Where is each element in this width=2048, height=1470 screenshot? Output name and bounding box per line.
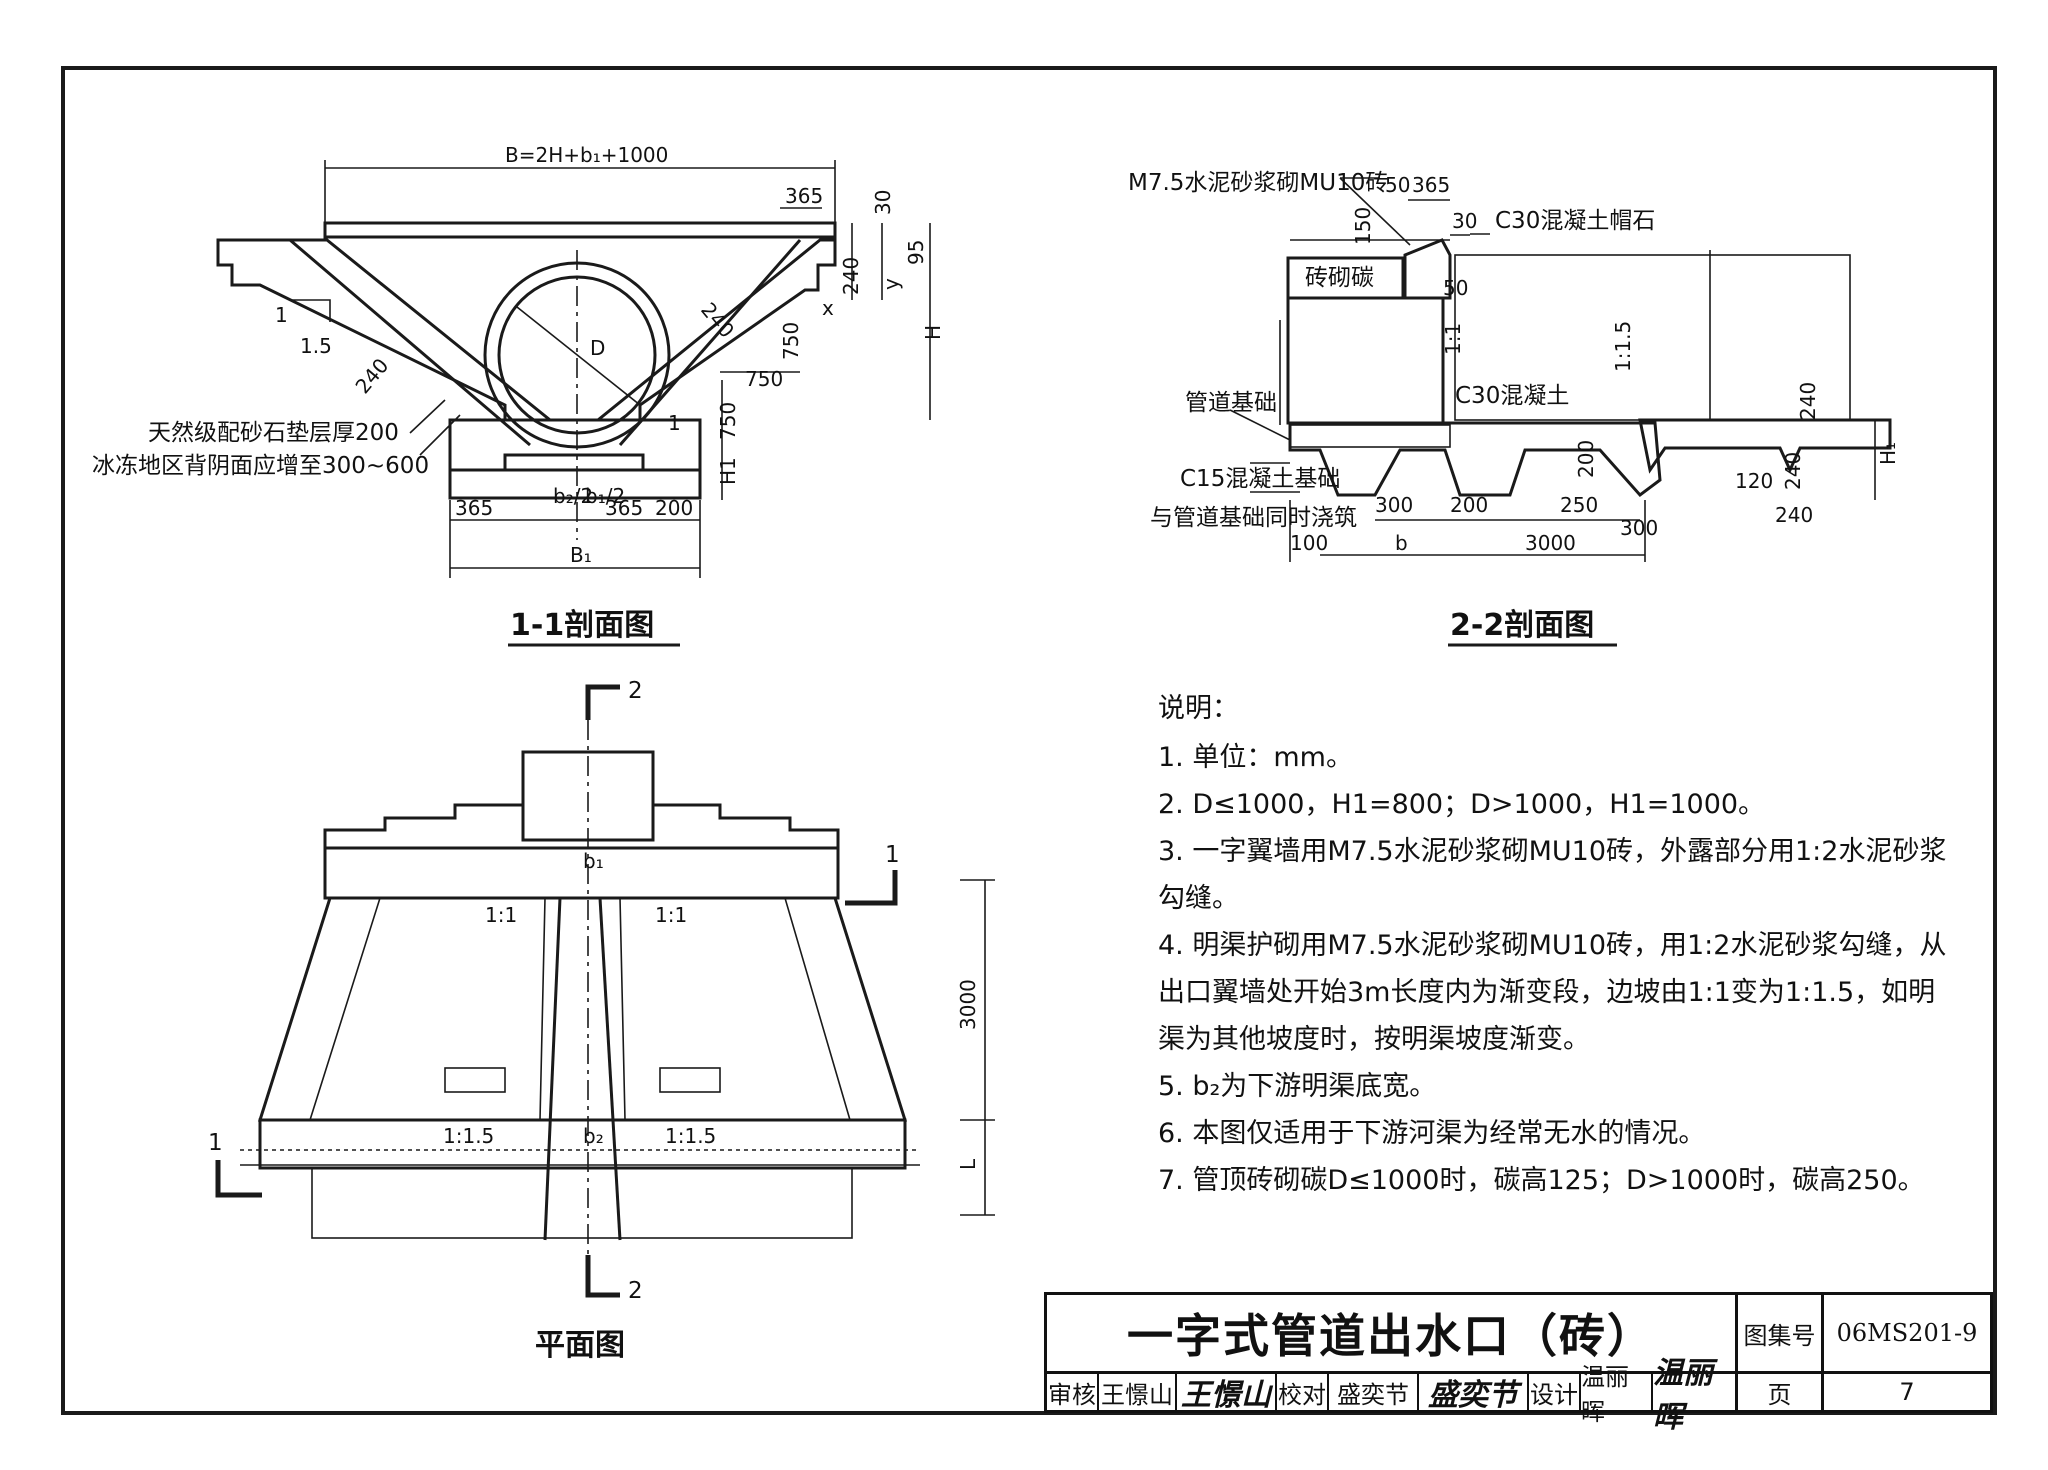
dim-240b: 240 — [1781, 452, 1805, 490]
dim-30: 30 — [1452, 209, 1477, 233]
slope-1-right: 1 — [668, 411, 681, 435]
dim-750-a: 750 — [779, 322, 803, 360]
notes-heading: 说明： — [1158, 693, 1239, 724]
cut-2-bottom: 2 — [628, 1278, 643, 1304]
dim-x: x — [822, 296, 834, 320]
design-name: 温丽晖 — [1581, 1363, 1653, 1426]
slope-1-1-5-left: 1:1.5 — [443, 1124, 494, 1148]
slope-1-5: 1.5 — [300, 334, 332, 358]
dim-30: 30 — [871, 190, 895, 215]
slope-1: 1 — [275, 303, 288, 327]
design-signature: 温丽晖 — [1653, 1356, 1738, 1435]
check-signature: 盛奕节 — [1419, 1374, 1529, 1413]
dim-d: D — [590, 336, 605, 360]
label-c15: C15混凝土基础 — [1180, 466, 1340, 492]
slope-1-1: 1:1 — [1441, 323, 1465, 355]
slope-1-1-left: 1:1 — [485, 903, 517, 927]
dim-50: 50 — [1385, 173, 1410, 197]
review-label: 审核 — [1047, 1374, 1099, 1410]
dim-3000-plan: 3000 — [956, 979, 980, 1030]
sheet-frame — [61, 66, 1997, 1415]
page-number: 7 — [1899, 1378, 1915, 1406]
cut-2-top: 2 — [628, 678, 643, 704]
review-name: 王憬山 — [1099, 1374, 1177, 1410]
drawing-title: 一字式管道出水口（砖） — [1047, 1295, 1738, 1374]
atlas-number: 06MS201-9 — [1824, 1295, 1990, 1374]
section-2-2-title: 2-2剖面图 — [1450, 608, 1594, 643]
section-1-1: B=2H+b₁+1000 365 30 240 y 95 x H 240 750… — [92, 143, 945, 647]
cut-1-right: 1 — [885, 842, 900, 868]
note-item: 3. 一字翼墙用M7.5水泥砂浆砌MU10砖，外露部分用1:2水泥砂浆勾缝。 — [1158, 836, 1947, 914]
dim-240-a: 240 — [839, 257, 863, 295]
dim-750-b: 750 — [745, 367, 783, 391]
dim-b1: B₁ — [570, 543, 592, 567]
dim-b: b — [1395, 531, 1408, 555]
dim-365-r: 365 — [605, 496, 643, 520]
dim-365-l: 365 — [455, 496, 493, 520]
check-label: 校对 — [1277, 1374, 1329, 1410]
dim-240-left: 240 — [350, 354, 393, 399]
dim-240c: 240 — [1775, 503, 1813, 527]
dim-250: 250 — [1560, 493, 1598, 517]
dim-750-c: 750 — [716, 402, 740, 440]
label-pipe-base: 管道基础 — [1185, 390, 1277, 416]
label-b2: b₂ — [583, 1124, 604, 1148]
dim-l: L — [956, 1158, 980, 1170]
note-item: 4. 明渠护砌用M7.5水泥砂浆砌MU10砖，用1:2水泥砂浆勾缝，从出口翼墙处… — [1158, 930, 1947, 1055]
review-signature: 王憬山 — [1177, 1374, 1277, 1413]
cut-1-left: 1 — [208, 1130, 223, 1156]
atlas-label: 图集号 — [1738, 1295, 1824, 1374]
dim-240a: 240 — [1796, 382, 1820, 420]
label-mortar-brick: M7.5水泥砂浆砌MU10砖 — [1128, 170, 1388, 196]
design-label: 设计 — [1529, 1374, 1581, 1410]
dim-y: y — [879, 278, 903, 290]
dim-300b: 300 — [1620, 516, 1658, 540]
note-gravel-line1: 天然级配砂石垫层厚200 — [148, 420, 399, 446]
note-item: 2. D≤1000，H1=800；D>1000，H1=1000。 — [1158, 789, 1766, 820]
note-gravel-line2: 冰冻地区背阴面应增至300~600 — [92, 453, 429, 479]
dim-150: 150 — [1351, 207, 1375, 245]
slope-1-1-right: 1:1 — [655, 903, 687, 927]
label-c30: C30混凝土 — [1455, 383, 1569, 409]
dim-b-formula: B=2H+b₁+1000 — [505, 143, 668, 167]
note-item: 6. 本图仅适用于下游河渠为经常无水的情况。 — [1158, 1118, 1706, 1149]
dim-hi: H₁ — [1876, 442, 1900, 465]
dim-95: 95 — [904, 240, 928, 265]
check-name: 盛奕节 — [1329, 1374, 1419, 1410]
dim-365: 365 — [1412, 173, 1450, 197]
dim-200b: 200 — [1450, 493, 1488, 517]
dim-50b: 50 — [1443, 276, 1468, 300]
dim-b1-half: b₁/2 — [585, 484, 625, 508]
section-1-1-title: 1-1剖面图 — [510, 608, 654, 643]
page-label: 页 — [1738, 1374, 1824, 1410]
label-brick-arch: 砖砌碳 — [1305, 265, 1374, 291]
note-item: 7. 管顶砖砌碳D≤1000时，碳高125；D>1000时，碳高250。 — [1158, 1165, 1925, 1196]
dim-b2-half: b₂/2 — [553, 484, 593, 508]
dim-3000: 3000 — [1525, 531, 1576, 555]
plan-view: 2 2 1 1 b₁ b₂ 1:1 1:1 1:1.5 1:1.5 3000 L… — [208, 678, 995, 1363]
dim-200: 200 — [1574, 440, 1598, 478]
dim-h1: H1 — [716, 457, 740, 485]
dim-h: H — [921, 325, 945, 340]
dim-100: 100 — [1290, 531, 1328, 555]
label-b1: b₁ — [583, 849, 604, 873]
dim-200: 200 — [655, 496, 693, 520]
slope-1-1-5: 1:1.5 — [1611, 321, 1635, 372]
title-block: 一字式管道出水口（砖） 图集号 06MS201-9 页 7 审核 王憬山 王憬山… — [1044, 1292, 1993, 1435]
label-cast-together: 与管道基础同时浇筑 — [1150, 505, 1357, 531]
label-cap-stone: C30混凝土帽石 — [1495, 208, 1655, 234]
notes-block: 说明： 1. 单位：mm。 2. D≤1000，H1=800；D>1000，H1… — [1158, 685, 1958, 1204]
dim-120: 120 — [1735, 469, 1773, 493]
dim-300a: 300 — [1375, 493, 1413, 517]
slope-1-1-5-right: 1:1.5 — [665, 1124, 716, 1148]
note-item: 5. b₂为下游明渠底宽。 — [1158, 1071, 1437, 1102]
dim-365-top: 365 — [785, 184, 823, 208]
note-item: 1. 单位：mm。 — [1158, 742, 1353, 773]
plan-title: 平面图 — [535, 1328, 625, 1363]
section-2-2: M7.5水泥砂浆砌MU10砖 50 365 30 C30混凝土帽石 150 砖砌… — [1128, 170, 1900, 647]
